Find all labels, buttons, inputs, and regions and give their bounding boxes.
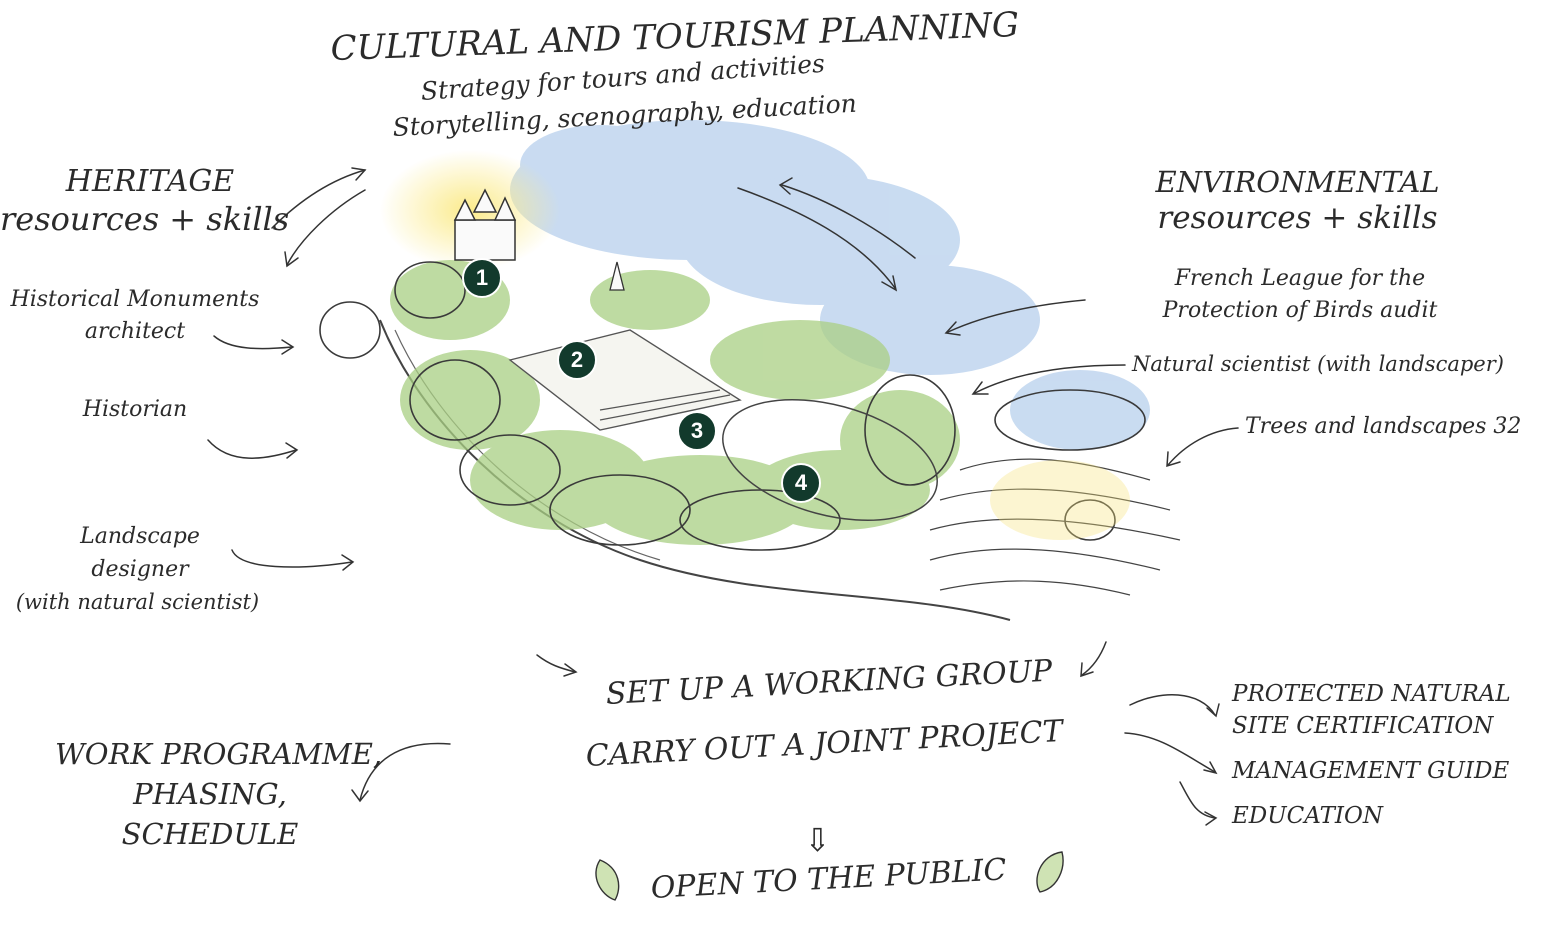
- outcome-education: EDUCATION: [1232, 803, 1383, 829]
- castle: [453, 188, 517, 261]
- marker-4[interactable]: 4: [781, 463, 821, 503]
- outcome-certification-2: SITE CERTIFICATION: [1232, 713, 1494, 739]
- church-spire: [609, 261, 625, 291]
- down-arrow-icon: ⇩: [804, 821, 831, 859]
- environmental-item-natural-scientist: Natural scientist (with landscaper): [1132, 352, 1504, 376]
- environmental-heading-line-1: ENVIRONMENTAL: [1155, 165, 1440, 199]
- work-programme-line-2: PHASING,: [133, 777, 287, 811]
- work-programme-line-1: WORK PROGRAMME,: [55, 737, 383, 771]
- heritage-item-landscape-2: designer: [91, 557, 189, 582]
- leaf-icon: [595, 851, 1064, 901]
- loop-path: [722, 398, 938, 522]
- marker-1[interactable]: 1: [462, 258, 502, 298]
- heritage-heading-line-1: HERITAGE: [65, 164, 235, 199]
- heritage-item-historian: Historian: [82, 397, 188, 422]
- tree-outlines: [319, 261, 1146, 551]
- arrows: [207, 167, 1239, 826]
- heritage-heading-line-2: resources + skills: [0, 200, 290, 238]
- marker-3[interactable]: 3: [677, 411, 717, 451]
- heritage-item-landscape-1: Landscape: [80, 524, 200, 549]
- environmental-heading-line-2: resources + skills: [1157, 200, 1438, 236]
- environmental-item-lpo-2: Protection of Birds audit: [1162, 298, 1438, 323]
- marker-2[interactable]: 2: [557, 340, 597, 380]
- heritage-item-architect-1: Historical Monuments: [10, 287, 260, 312]
- outcome-certification-1: PROTECTED NATURAL: [1232, 681, 1511, 707]
- field-lines: [929, 458, 1181, 596]
- work-programme-line-3: SCHEDULE: [121, 817, 299, 851]
- environmental-item-lpo-1: French League for the: [1174, 266, 1426, 291]
- environmental-item-trees: Trees and landscapes 32: [1245, 414, 1522, 439]
- outcome-management-guide: MANAGEMENT GUIDE: [1232, 758, 1510, 784]
- heritage-item-architect-2: architect: [84, 319, 186, 344]
- heritage-item-landscape-3: (with natural scientist): [15, 590, 260, 614]
